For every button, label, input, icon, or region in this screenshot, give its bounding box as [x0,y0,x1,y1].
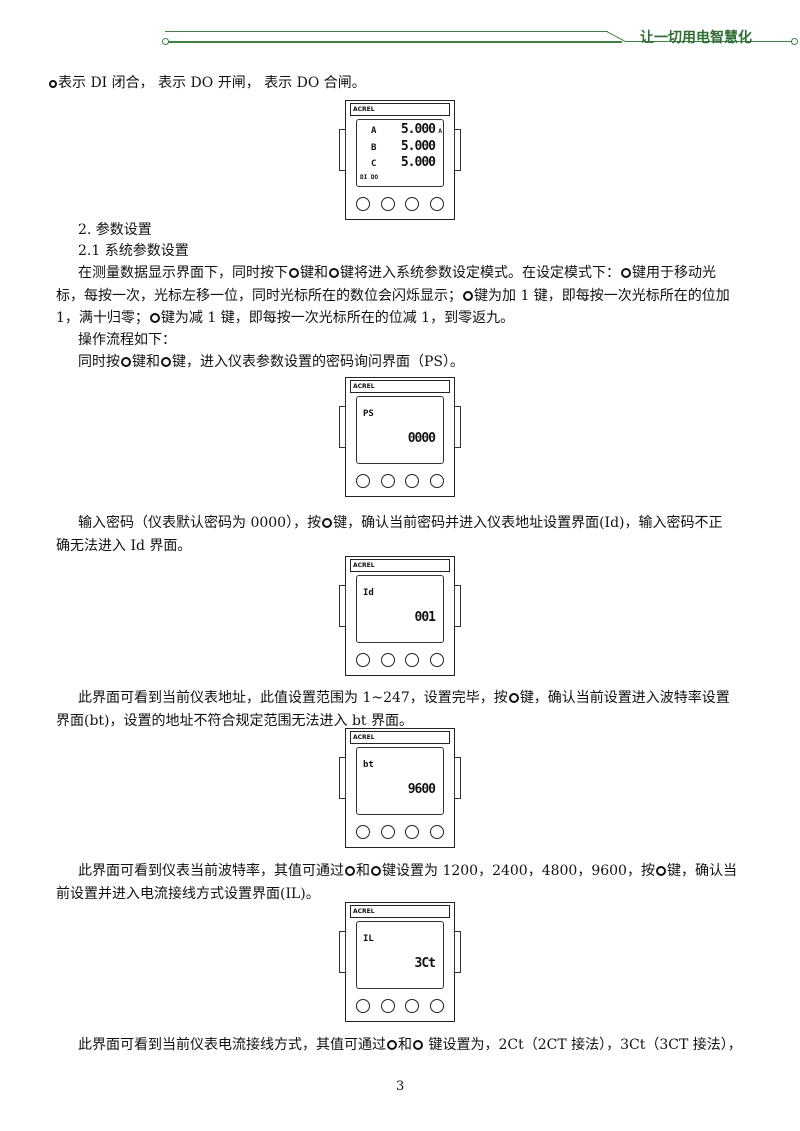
enter-key-icon [161,357,171,367]
down-key-icon [149,313,160,323]
paragraph-line: 确无法进入 Id 界面。 [56,538,192,554]
meter-display-ps: ACREL PS 0000 [339,377,461,497]
menu-button[interactable] [356,653,370,667]
header-rule [167,41,622,43]
paragraph-line: 标，每按一次，光标左移一位，同时光标所在的数位会闪烁显示；键为加 1 键，即每按… [56,288,730,304]
menu-key-icon [289,268,299,278]
lcd-screen: Id 001 [356,575,444,643]
up-key-icon [387,1040,397,1050]
enter-key-icon [329,268,339,278]
enter-key-icon [508,693,519,703]
intro-text: 表示 DI 闭合， 表示 DO 开闸， 表示 DO 合闸。 [58,75,366,91]
menu-button[interactable] [356,474,370,488]
left-button[interactable] [380,999,395,1013]
enter-button[interactable] [429,474,444,488]
intro-line: 表示 DI 闭合， 表示 DO 开闸， 表示 DO 合闸。 [48,74,366,92]
enter-button[interactable] [429,825,444,839]
phase-label: C [371,159,377,169]
enter-key-icon [322,518,333,528]
header-rule-end [625,41,793,42]
lcd-value: 9600 [407,782,436,797]
meter-display-measure: ACREL A 5.000 B 5.000 C 5.000 A DI DO [339,100,461,220]
lcd-value: 001 [414,610,437,625]
up-key-icon [463,291,473,301]
lcd-value: 5.000 [400,122,436,137]
brand-logo: ACREL [350,380,450,393]
lcd-screen: PS 0000 [356,396,444,464]
paragraph-line: 同时按键和键，进入仪表参数设置的密码询问界面（PS）。 [78,354,465,370]
brand-logo: ACREL [350,905,450,918]
header-rule-top [165,31,608,32]
lcd-value: 5.000 [400,155,436,170]
enter-button[interactable] [429,999,444,1013]
paragraph-line: 1，满十归零；键为减 1 键，即每按一次光标所在的位减 1，到零返九。 [56,310,515,326]
enter-button[interactable] [429,197,444,211]
paragraph-line: 前设置并进入电流接线方式设置界面(IL)。 [56,886,320,902]
brand-logo: ACREL [350,731,450,744]
right-button[interactable] [405,653,420,667]
down-key-icon [413,1040,423,1050]
header-dot-right [791,38,798,45]
subsection-title: 2.1 系统参数设置 [78,243,189,259]
left-button[interactable] [380,474,395,488]
paragraph-line: 操作流程如下： [78,332,176,348]
paragraph-line: 此界面可看到当前仪表地址，此值设置范围为 1~247，设置完毕，按键，确认当前设… [78,690,730,706]
status-indicators: DI DO [360,174,379,181]
left-button[interactable] [380,825,395,839]
lcd-label: bt [363,760,374,770]
di-closed-icon [49,80,57,88]
phase-label: B [371,143,377,153]
menu-button[interactable] [356,999,370,1013]
menu-button[interactable] [356,197,370,211]
left-button[interactable] [380,197,395,211]
lcd-screen: IL 3Ct [356,921,444,989]
menu-button[interactable] [356,825,370,839]
lcd-value: 3Ct [414,956,437,971]
lcd-value: 0000 [407,431,436,446]
meter-display-id: ACREL Id 001 [339,556,461,676]
brand-logo: ACREL [350,559,450,572]
lcd-label: Id [363,588,374,598]
right-button[interactable] [405,197,420,211]
section-title: 2. 参数设置 [78,222,152,238]
lcd-value: 5.000 [400,139,436,154]
paragraph-line: 在测量数据显示界面下，同时按下键和键将进入系统参数设定模式。在设定模式下：键用于… [78,265,716,281]
header-slogan: 让一切用电智慧化 [640,30,752,46]
paragraph-line: 此界面可看到当前仪表电流接线方式，其值可通过和 键设置为，2Ct（2CT 接法）… [78,1037,742,1053]
header-dot-left [162,38,169,45]
brand-logo: ACREL [350,103,450,116]
page-number: 3 [396,1079,405,1094]
menu-key-icon [121,357,131,367]
phase-label: A [371,126,377,136]
meter-display-bt: ACREL bt 9600 [339,728,461,848]
enter-key-icon [655,866,666,876]
enter-button[interactable] [429,653,444,667]
right-button[interactable] [405,474,420,488]
left-button[interactable] [380,653,395,667]
meter-display-il: ACREL IL 3Ct [339,902,461,1022]
mount-tab [454,129,461,171]
right-button[interactable] [405,825,420,839]
paragraph-line: 输入密码（仪表默认密码为 0000），按键，确认当前密码并进入仪表地址设置界面(… [78,515,723,531]
lcd-label: PS [363,409,374,419]
right-button[interactable] [405,999,420,1013]
lcd-screen: bt 9600 [356,747,444,815]
paragraph-line: 此界面可看到仪表当前波特率，其值可通过和键设置为 1200，2400，4800，… [78,863,737,879]
down-key-icon [371,866,381,876]
mount-tab [339,129,346,171]
up-key-icon [345,866,355,876]
unit-label: A [438,128,442,135]
lcd-screen: A 5.000 B 5.000 C 5.000 A DI DO [356,119,444,187]
paragraph-line: 界面(bt)，设置的地址不符合规定范围无法进入 bt 界面。 [56,713,413,729]
lcd-label: IL [363,934,374,944]
menu-key-icon [621,268,631,278]
